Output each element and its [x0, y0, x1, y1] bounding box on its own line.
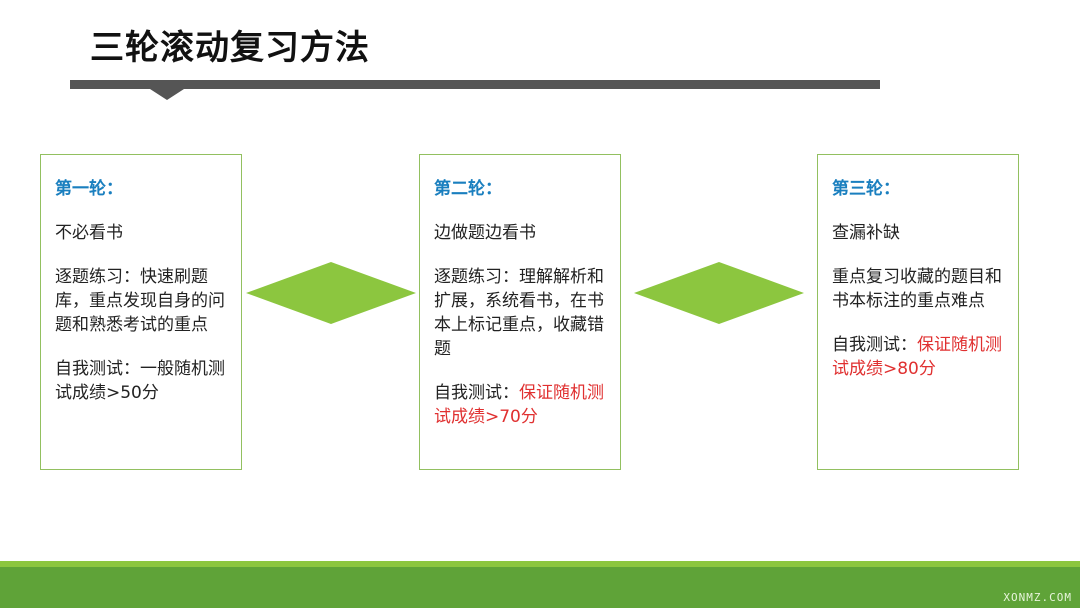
round-2-card: 第二轮： 边做题边看书 逐题练习：理解解析和扩展，系统看书，在书本上标记重点，收… [419, 154, 621, 470]
watermark: XONMZ.COM [1003, 591, 1072, 604]
round-2-test-value: 保证随机测试成绩>70分 [434, 383, 604, 427]
round-2-subtitle: 边做题边看书 [434, 223, 536, 243]
footer-bar: XONMZ.COM [0, 561, 1080, 608]
round-1-heading: 第一轮： [55, 179, 123, 199]
arrow-diamond-1 [246, 262, 416, 324]
title-underline-notch [150, 89, 184, 100]
round-2-practice: 逐题练习：理解解析和扩展，系统看书，在书本上标记重点，收藏错题 [434, 267, 604, 359]
round-3-test: 自我测试：保证随机测试成绩>80分 [832, 333, 1008, 381]
round-1-test: 自我测试：一般随机测试成绩>50分 [55, 357, 231, 405]
round-3-subtitle: 查漏补缺 [832, 223, 900, 243]
round-1-test-prefix: 自我测试： [55, 359, 140, 379]
round-3-heading: 第三轮： [832, 179, 900, 199]
round-2-test: 自我测试：保证随机测试成绩>70分 [434, 381, 610, 429]
round-1-test-value: 一般随机测试成绩>50分 [55, 359, 225, 403]
title-underline [70, 80, 880, 89]
round-1-practice: 逐题练习：快速刷题库，重点发现自身的问题和熟悉考试的重点 [55, 267, 225, 335]
round-1-card: 第一轮： 不必看书 逐题练习：快速刷题库，重点发现自身的问题和熟悉考试的重点 自… [40, 154, 242, 470]
round-3-test-value: 保证随机测试成绩>80分 [832, 335, 1002, 379]
round-1-subtitle: 不必看书 [55, 223, 123, 243]
round-3-test-prefix: 自我测试： [832, 335, 917, 355]
round-3-practice: 重点复习收藏的题目和书本标注的重点难点 [832, 267, 1002, 311]
round-2-heading: 第二轮： [434, 179, 502, 199]
arrow-diamond-2 [634, 262, 804, 324]
round-2-test-prefix: 自我测试： [434, 383, 519, 403]
round-3-card: 第三轮： 查漏补缺 重点复习收藏的题目和书本标注的重点难点 自我测试：保证随机测… [817, 154, 1019, 470]
page-title: 三轮滚动复习方法 [90, 28, 370, 68]
